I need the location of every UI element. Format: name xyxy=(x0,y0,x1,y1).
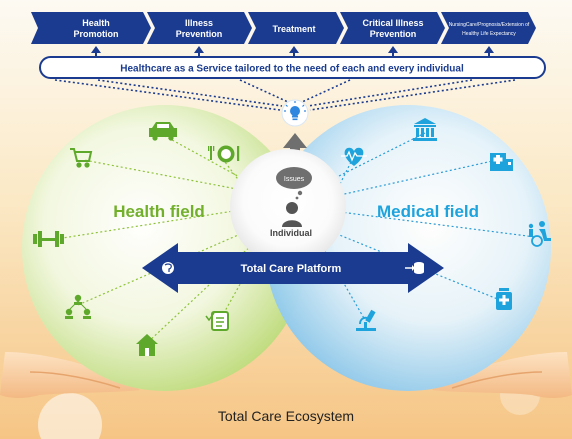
stage-bar xyxy=(31,12,536,44)
stage-label: NursingCare/Prognosis/Extension of xyxy=(449,22,530,28)
total-care-platform-arrow xyxy=(142,243,444,293)
stage-chevron xyxy=(147,12,252,44)
heartbeat-icon xyxy=(341,147,367,166)
meal-plate-icon xyxy=(208,145,240,163)
shopping-cart-icon xyxy=(70,148,93,168)
stage-label: Prevention xyxy=(176,29,223,39)
bulb-connectors xyxy=(54,79,516,111)
hospital-icon xyxy=(490,153,513,171)
lightbulb-icon xyxy=(281,99,309,127)
individual-label: Individual xyxy=(270,228,312,238)
medicine-bottle-icon xyxy=(496,288,512,310)
stage-label: Healthy Life Expectancy xyxy=(462,31,516,37)
issues-bubble: Issues xyxy=(276,167,312,200)
stage-chevron xyxy=(31,12,151,44)
stage-chevron xyxy=(248,12,344,44)
left-hand xyxy=(0,352,140,399)
platform-label: Total Care Platform xyxy=(241,263,342,275)
ecosystem-label: Total Care Ecosystem xyxy=(218,408,354,424)
right-hand xyxy=(432,352,572,399)
government-building-icon xyxy=(413,118,437,141)
checklist-icon xyxy=(205,311,229,331)
service-banner-text: Healthcare as a Service tailored to the … xyxy=(120,64,464,75)
stage-label: Health xyxy=(82,18,110,28)
microscope-icon xyxy=(356,309,376,331)
stage-chevron xyxy=(340,12,445,44)
database-transfer-icon xyxy=(405,262,424,274)
svg-text:Issues: Issues xyxy=(284,176,305,183)
bokeh xyxy=(38,393,102,439)
stage-label: Critical Illness xyxy=(362,18,423,28)
up-arrow xyxy=(283,133,307,165)
wheelchair-icon xyxy=(528,221,551,247)
person-icon xyxy=(282,202,302,227)
car-icon xyxy=(149,122,177,141)
stage-label: Illness xyxy=(185,18,213,28)
network-people-icon xyxy=(65,294,91,319)
stage-label: Prevention xyxy=(370,29,417,39)
dumbbell-icon xyxy=(33,231,64,247)
health-field-circle xyxy=(22,105,308,391)
stage-chevron xyxy=(441,12,536,44)
service-banner xyxy=(39,56,546,79)
stage-arrows xyxy=(91,46,494,56)
stage-label: Promotion xyxy=(74,29,119,39)
medical-field-label: Medical field xyxy=(377,202,479,221)
house-icon xyxy=(136,334,158,356)
health-field-label: Health field xyxy=(113,202,205,221)
brain-icon xyxy=(162,262,174,274)
stage-label: Treatment xyxy=(272,24,315,34)
